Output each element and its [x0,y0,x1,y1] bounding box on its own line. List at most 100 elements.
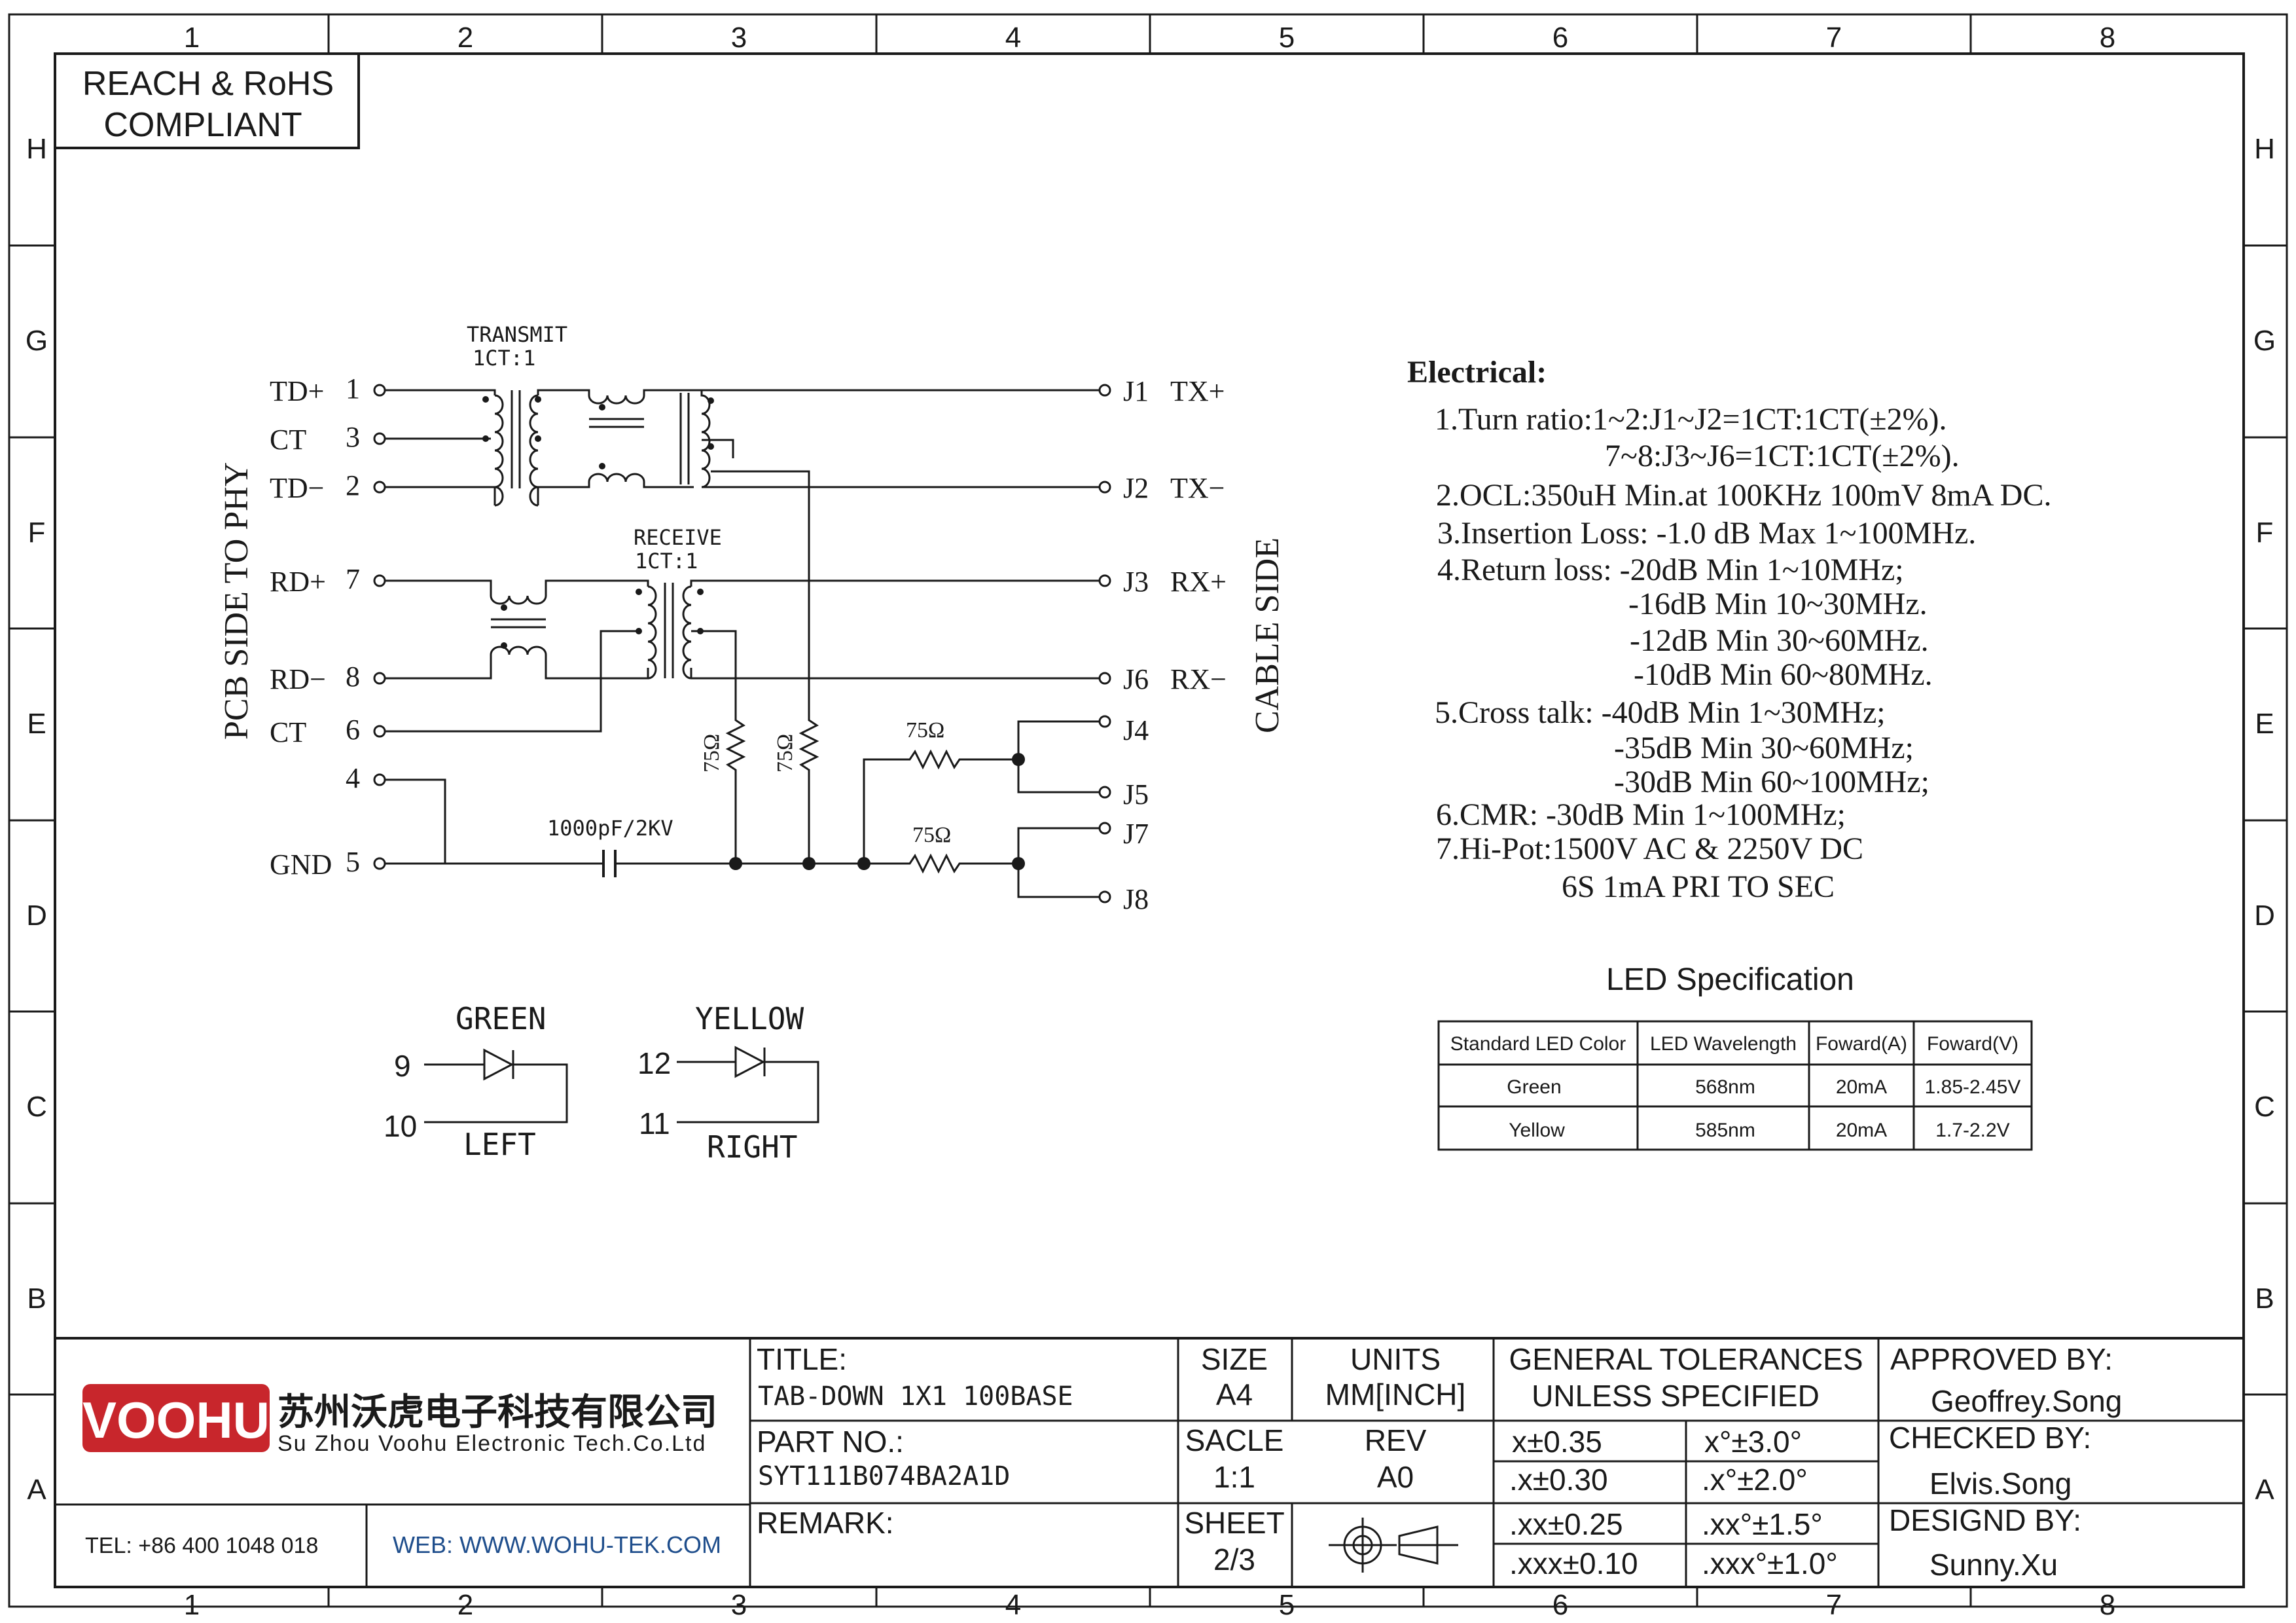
connector-pin: J2 [1123,472,1149,504]
table-cell: 20mA [1836,1120,1887,1141]
transmit-label: TRANSMIT [467,322,567,347]
checked-label: CHECKED BY: [1889,1421,2091,1455]
pin-name: RD− [270,663,326,695]
row-label: E [27,708,46,740]
pin-name: TD+ [270,375,324,407]
col-label: 8 [2100,1589,2115,1621]
electrical-specs: Electrical: 1.Turn ratio:1~2:J1~J2=1CT:1… [1407,355,2051,904]
table-header: Foward(A) [1816,1033,1907,1055]
row-label: A [27,1474,46,1506]
capacitor: 1000pF/2KV [385,816,673,877]
sheet-label: SHEET [1184,1506,1284,1540]
spec-line: -16dB Min 10~30MHz. [1628,587,1928,621]
connector-signal: RX− [1170,663,1227,695]
pin-name: CT [270,716,306,748]
tel-text: TEL: +86 400 1048 018 [85,1533,318,1558]
row-label: B [2255,1283,2274,1315]
connector-pin: J6 [1123,663,1149,695]
connector-signal: TX+ [1170,375,1225,407]
led-pin: 9 [394,1049,411,1083]
resistor-label: 75Ω [773,734,797,773]
drawing-frame: 1 2 3 4 5 6 7 8 1 2 3 4 5 6 7 8 H G F E … [8,13,2288,1621]
pin-name: TD− [270,472,324,504]
tx-transformer [385,389,1100,507]
connector-pin: J8 [1123,883,1149,915]
remark-label: REMARK: [757,1506,894,1540]
approved-label: APPROVED BY: [1890,1342,2113,1376]
col-label: 6 [1552,22,1568,54]
table-cell: 568nm [1695,1076,1755,1098]
spec-line: 6.CMR: -30dB Min 1~100MHz; [1436,797,1846,832]
table-cell: Yellow [1509,1120,1565,1141]
receive-ratio: 1CT:1 [635,549,698,574]
col-label: 5 [1279,22,1295,54]
logo-text: VOOHU [82,1391,270,1449]
table-cell: 20mA [1836,1076,1887,1098]
tolerance-angular: .xxx°±1.0° [1702,1546,1838,1580]
col-label: 7 [1826,1589,1842,1621]
col-label: 3 [731,22,747,54]
row-label: H [2254,133,2275,165]
led-pin: 10 [384,1109,417,1143]
web-text: WEB: WWW.WOHU-TEK.COM [393,1531,721,1558]
led-side-label: RIGHT [707,1129,797,1165]
col-label: 2 [457,22,473,54]
units-value: MM[INCH] [1325,1377,1466,1412]
spec-line: -10dB Min 60~80MHz. [1634,657,1933,692]
size-value: A4 [1216,1377,1253,1412]
tolerance-angular: x°±3.0° [1704,1425,1802,1459]
connector-signal: RX+ [1170,566,1227,598]
row-label: A [2255,1474,2274,1506]
pin-name: RD+ [270,566,326,598]
led-color-label: GREEN [456,1001,546,1036]
pin-number: 4 [346,762,360,794]
row-label: B [27,1283,46,1315]
title-label: TITLE: [757,1342,847,1376]
compliance-line1: REACH & RoHS [82,65,334,103]
spec-line: 4.Return loss: -20dB Min 1~10MHz; [1437,553,1904,587]
pin-number: 6 [346,714,360,746]
rx-transformer [385,579,1100,733]
capacitor-label: 1000pF/2KV [547,816,673,841]
spec-line: 7.Hi-Pot:1500V AC & 2250V DC [1436,831,1863,866]
pin-number: 1 [346,373,360,405]
pin-name: GND [270,848,332,881]
third-angle-projection-icon [1329,1518,1458,1573]
row-label: C [26,1091,47,1123]
spec-line: -35dB Min 30~60MHz; [1614,731,1914,765]
resistor-label: 75Ω [912,823,951,847]
col-label: 6 [1552,1589,1568,1621]
pin-number: 2 [346,469,360,501]
checked-value: Elvis.Song [1929,1467,2072,1501]
table-header: Foward(V) [1927,1033,2018,1055]
led-color-label: YELLOW [695,1001,804,1036]
pin-number: 8 [346,661,360,693]
col-label: 7 [1826,22,1842,54]
cable-side-label: CABLE SIDE [1249,538,1286,733]
resistor-label: 75Ω [700,734,724,773]
spec-line: 1.Turn ratio:1~2:J1~J2=1CT:1CT(±2%). [1435,402,1947,437]
connector-pin: J1 [1123,375,1149,407]
rev-label: REV [1365,1423,1427,1457]
row-label: D [26,900,47,932]
spec-line: -30dB Min 60~100MHz; [1614,765,1929,799]
tolerance-heading: GENERAL TOLERANCES [1509,1342,1863,1376]
row-label: H [26,133,47,165]
led-spec-table: LED Specification Standard LED Color LED… [1437,962,2033,1151]
company-logo: VOOHU [82,1384,270,1452]
pin-number: 3 [346,421,360,453]
table-cell: 1.85-2.45V [1925,1076,2021,1098]
rev-value: A0 [1377,1460,1414,1494]
partno-value: SYT111B074BA2A1D [758,1461,1010,1491]
row-label: E [2255,708,2274,740]
col-label: 1 [184,1589,200,1621]
tolerance-linear: x±0.35 [1512,1425,1602,1459]
led-left: GREEN 9 10 LEFT [384,1001,568,1162]
compliance-line2: COMPLIANT [103,106,302,144]
connector-pin: J7 [1123,818,1149,850]
size-label: SIZE [1201,1342,1268,1376]
pin-number: 5 [346,846,360,878]
termination-resistors: 75Ω 75Ω [700,678,819,864]
transmit-ratio: 1CT:1 [473,346,535,371]
